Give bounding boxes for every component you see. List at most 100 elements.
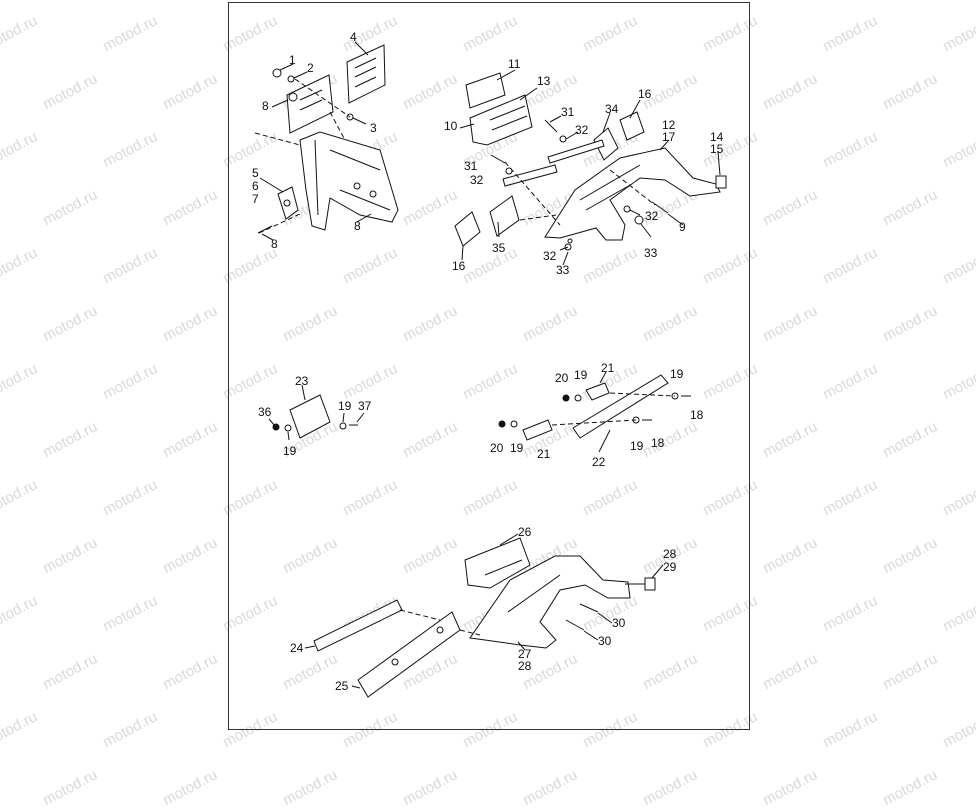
housing-part-26 (464, 537, 531, 589)
plate-part-23 (289, 394, 331, 439)
exploded-parts-diagram (254, 41, 727, 698)
callout-label: 9 (679, 220, 686, 234)
callout-label: 31 (561, 105, 575, 119)
callout-label: 33 (556, 263, 570, 277)
nut-part-20-b (498, 420, 506, 428)
bracket-assembly-upper-right (454, 69, 727, 266)
callout-label: 8 (354, 219, 361, 233)
callout-label: 15 (710, 142, 724, 156)
diagram-frame (228, 2, 750, 730)
callout-label: 16 (638, 87, 652, 101)
pad-part-35 (489, 195, 520, 237)
callout-label: 4 (350, 30, 357, 44)
callout-label: 7 (252, 192, 259, 206)
callout-label: 17 (662, 130, 676, 144)
callout-label: 19 (338, 399, 352, 413)
latch-part-5 (277, 186, 299, 220)
watermark-text: motod.ru (160, 766, 221, 809)
callout-label: 32 (575, 123, 589, 137)
callout-label: 30 (598, 634, 612, 648)
housing-part-10 (469, 94, 533, 146)
callout-label: 20 (490, 441, 504, 455)
callout-label: 32 (470, 173, 484, 187)
callout-label: 14 (710, 130, 724, 144)
callout-label: 27 (518, 647, 532, 661)
watermark-text: motod.ru (520, 766, 581, 809)
washer-part-19-c (574, 394, 582, 402)
washer-part-2 (287, 75, 295, 83)
callout-label: 33 (644, 246, 658, 260)
strip-upper (547, 139, 605, 164)
callout-label: 28 (663, 547, 677, 561)
connector-part-14 (715, 175, 727, 189)
callout-label: 1 (289, 53, 296, 67)
watermark-text: motod.ru (280, 766, 341, 809)
bracket-part-8-upper (286, 74, 334, 134)
watermark-text: motod.ru (880, 766, 941, 809)
frame-part-27 (469, 555, 631, 649)
callout-label: 34 (605, 102, 619, 116)
callout-label: 29 (663, 560, 677, 574)
callout-label: 36 (258, 405, 272, 419)
nut-part-33-a (634, 215, 644, 225)
connector-part-28 (644, 577, 656, 591)
callout-label: 32 (543, 249, 557, 263)
watermark-text: motod.ru (40, 766, 101, 809)
callout-label: 21 (537, 447, 551, 461)
washer-part-32-d (567, 238, 573, 244)
callout-label: 8 (262, 99, 269, 113)
washer-part-32-c (623, 205, 631, 213)
callout-label: 24 (290, 641, 304, 655)
callout-label: 20 (555, 371, 569, 385)
washer-part-32-a (559, 135, 567, 143)
bracket-assembly-upper-left (254, 41, 399, 241)
plate-assembly-middle-left (268, 384, 365, 441)
callout-label: 11 (508, 57, 521, 71)
screw-part-1 (272, 68, 282, 78)
clip-part-21-a (585, 382, 610, 401)
screw-part-30-a (579, 603, 599, 613)
callout-label: 32 (645, 209, 659, 223)
washer-part-32-b (505, 167, 513, 175)
callout-label: 19 (574, 368, 588, 382)
callout-label: 19 (630, 439, 644, 453)
callout-label: 26 (518, 525, 532, 539)
callout-label: 21 (601, 361, 615, 375)
plate-part-4 (346, 44, 386, 104)
bolt-part-31-b (490, 154, 506, 164)
callout-label: 25 (335, 679, 349, 693)
callout-label: 31 (464, 159, 478, 173)
cover-part-25 (357, 611, 461, 698)
callout-label: 19 (670, 367, 684, 381)
callout-label: 18 (690, 408, 704, 422)
callout-label: 37 (358, 399, 372, 413)
callout-label: 19 (510, 441, 524, 455)
callout-label: 5 (252, 166, 259, 180)
screw-part-30-b (565, 619, 585, 631)
callout-label: 19 (283, 444, 297, 458)
callout-label: 2 (307, 61, 314, 75)
strip-part-22 (572, 374, 669, 439)
strip-part-24 (313, 599, 403, 652)
watermark-text: motod.ru (400, 766, 461, 809)
pad-part-11 (465, 72, 506, 109)
callout-label: 18 (651, 436, 665, 450)
pad-part-16-lower (454, 211, 481, 247)
clip-part-21-b (522, 419, 553, 441)
nut-part-20-a (562, 394, 570, 402)
callout-label: 8 (271, 237, 278, 251)
watermark-text: motod.ru (640, 766, 701, 809)
callout-label: 12 (662, 118, 676, 132)
watermark-text: motod.ru (760, 766, 821, 809)
callout-label: 13 (537, 74, 551, 88)
washer-part-19-b (339, 422, 347, 430)
strip-lower (502, 164, 558, 187)
frame-part-12 (544, 147, 721, 241)
bolt-part-9 (651, 201, 669, 214)
strip-assembly-middle-right (498, 371, 691, 453)
callout-label: 6 (252, 179, 259, 193)
callout-label: 35 (492, 241, 506, 255)
bolt-part-31-a (544, 119, 558, 133)
callout-label: 23 (295, 374, 309, 388)
washer-part-19-a (284, 424, 292, 432)
